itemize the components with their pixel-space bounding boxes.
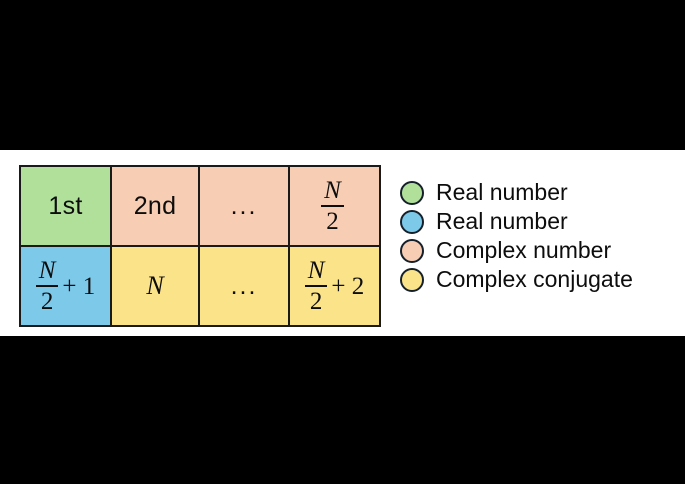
- legend-item-real-number-blue[interactable]: Real number: [400, 207, 680, 236]
- cell-r2c1[interactable]: N 2 + 1: [19, 245, 112, 327]
- cell-r2c2[interactable]: N: [110, 245, 200, 327]
- cell-r1c1[interactable]: 1st: [19, 165, 112, 247]
- table-grid: 1st 2nd ... N 2: [19, 165, 381, 327]
- content-band: 1st 2nd ... N 2: [0, 150, 685, 336]
- circle-swatch-icon: [400, 180, 424, 205]
- fraction-denominator: 2: [40, 288, 54, 316]
- cell-r1c3[interactable]: ...: [198, 165, 290, 247]
- cell-r1c4[interactable]: N 2: [288, 165, 381, 247]
- cell-r1c3-ellipsis: ...: [230, 191, 258, 220]
- cell-r1c2[interactable]: 2nd: [110, 165, 200, 247]
- legend-item-label: Complex number: [436, 237, 612, 263]
- cell-r2c3[interactable]: ...: [198, 245, 290, 327]
- table-row: N 2 + 1 N ...: [19, 245, 381, 327]
- cell-r2c3-ellipsis: ...: [230, 271, 258, 300]
- fraction-bar: [304, 284, 328, 288]
- legend-item-label: Complex conjugate: [436, 266, 633, 292]
- fraction-numerator: N: [324, 176, 341, 204]
- fraction-denominator: 2: [326, 208, 339, 236]
- cell-r1c4-expression: N 2: [321, 176, 348, 236]
- expression-suffix: + 2: [331, 272, 365, 300]
- legend-item-real-number-green[interactable]: Real number: [400, 178, 680, 207]
- fraction-numerator: N: [307, 256, 325, 284]
- legend: Real number Real number Complex number C…: [400, 178, 680, 294]
- cell-r2c4-expression: N 2 + 2: [304, 256, 365, 316]
- cell-r2c1-expression: N 2 + 1: [35, 256, 96, 316]
- legend-item-label: Real number: [436, 179, 568, 205]
- fraction: N 2: [321, 176, 344, 236]
- cell-r1c2-label: 2nd: [133, 191, 177, 220]
- fraction-bar: [35, 284, 59, 288]
- cell-r1c1-label: 1st: [48, 191, 83, 220]
- fraction-numerator: N: [38, 256, 56, 284]
- legend-item-complex-number[interactable]: Complex number: [400, 236, 680, 265]
- fraction-denominator: 2: [309, 288, 323, 316]
- cell-r2c4[interactable]: N 2 + 2: [288, 245, 381, 327]
- expression-suffix: + 1: [62, 272, 96, 300]
- fraction-bar: [321, 204, 344, 208]
- fraction: N 2: [35, 256, 59, 316]
- circle-swatch-icon: [400, 238, 424, 263]
- cell-r2c2-label: N: [146, 271, 164, 300]
- legend-item-complex-conjugate[interactable]: Complex conjugate: [400, 265, 680, 294]
- circle-swatch-icon: [400, 267, 424, 292]
- table-row: 1st 2nd ... N 2: [19, 165, 381, 247]
- frequency-bin-table: 1st 2nd ... N 2: [19, 165, 381, 327]
- legend-item-label: Real number: [436, 208, 568, 234]
- fraction: N 2: [304, 256, 328, 316]
- circle-swatch-icon: [400, 209, 424, 234]
